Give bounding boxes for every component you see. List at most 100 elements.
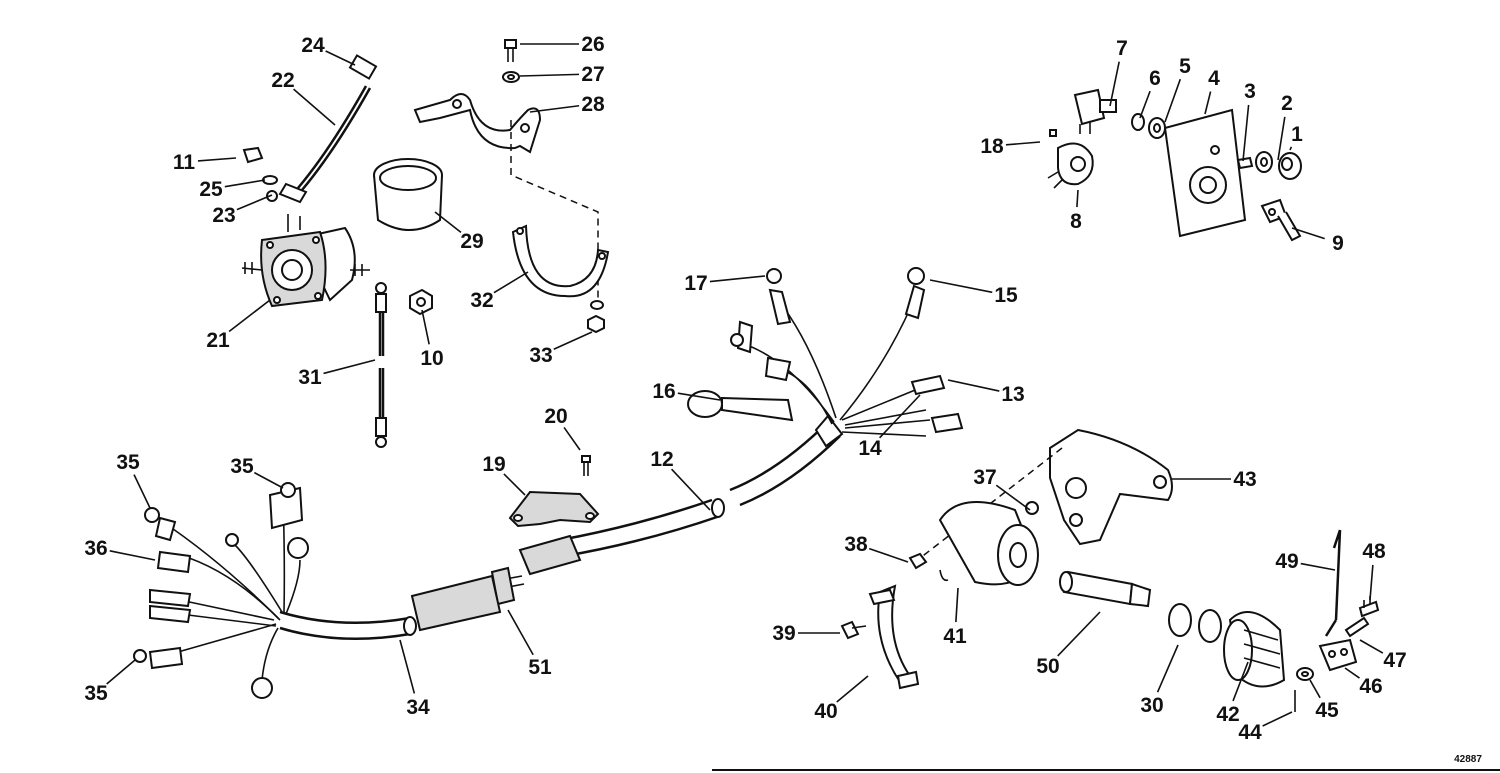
starter-motor-part xyxy=(938,501,1039,586)
leader-line xyxy=(1359,639,1384,654)
leader-line xyxy=(1005,141,1041,146)
callout-c30: 30 xyxy=(1140,644,1179,717)
callout-number: 50 xyxy=(1036,655,1059,678)
callout-number: 28 xyxy=(581,93,605,116)
housing-washer-part xyxy=(1296,667,1314,681)
key-part xyxy=(1260,198,1302,242)
callout-c27: 27 xyxy=(519,63,605,86)
callout-c3: 3 xyxy=(1242,80,1256,162)
leader-line xyxy=(228,299,271,333)
callout-number: 26 xyxy=(581,33,604,56)
callout-c32: 32 xyxy=(470,271,529,312)
set-screw-part xyxy=(1236,156,1254,170)
callout-number: 12 xyxy=(650,448,673,471)
callout-c34: 34 xyxy=(399,639,430,719)
leader-line xyxy=(1242,104,1250,162)
callout-c50: 50 xyxy=(1036,611,1101,678)
callout-number: 20 xyxy=(544,405,567,428)
callout-c19: 19 xyxy=(482,453,526,496)
clamp-screw-part xyxy=(581,455,591,476)
leader-line xyxy=(1109,61,1120,107)
leader-line xyxy=(529,104,580,113)
callout-number: 2 xyxy=(1281,92,1293,115)
leader-line xyxy=(399,639,416,694)
leader-line xyxy=(563,426,581,451)
callout-c4: 4 xyxy=(1204,67,1220,115)
callout-number: 5 xyxy=(1179,55,1191,78)
nut-lower-part xyxy=(587,314,605,334)
callout-c26: 26 xyxy=(520,33,605,56)
callout-number: 32 xyxy=(470,289,493,312)
callout-number: 16 xyxy=(652,380,675,403)
leader-line xyxy=(224,179,266,188)
strap-screw-part xyxy=(840,620,867,640)
leader-line xyxy=(1232,661,1249,702)
leader-line xyxy=(293,88,336,126)
leader-line xyxy=(1344,667,1360,679)
callout-number: 9 xyxy=(1332,232,1344,255)
leader-line xyxy=(995,484,1031,511)
callout-number: 36 xyxy=(84,537,107,560)
callout-number: 21 xyxy=(206,329,230,352)
callout-c24: 24 xyxy=(301,34,356,66)
callout-c44: 44 xyxy=(1238,711,1293,744)
starter-bracket-part xyxy=(1049,428,1173,546)
drive-housing-part xyxy=(1223,611,1286,688)
callout-number: 15 xyxy=(994,284,1018,307)
brush-lead-part xyxy=(1324,529,1342,637)
callout-number: 49 xyxy=(1275,550,1298,573)
leader-line xyxy=(1289,146,1293,151)
main-harness-part xyxy=(279,414,844,641)
leader-line xyxy=(868,547,909,563)
leader-line xyxy=(323,359,376,375)
nut-part xyxy=(409,288,433,316)
callout-number: 31 xyxy=(298,366,322,389)
callout-number: 22 xyxy=(271,69,294,92)
callout-number: 39 xyxy=(772,622,795,645)
terminal-plate-part xyxy=(1318,638,1358,672)
callout-c7: 7 xyxy=(1109,37,1128,107)
callout-number: 45 xyxy=(1315,699,1339,722)
leader-line xyxy=(1262,711,1293,727)
callout-c9: 9 xyxy=(1291,227,1344,255)
leader-line xyxy=(109,550,156,561)
leader-line xyxy=(553,331,593,350)
terminal-bolt-part xyxy=(1344,616,1370,638)
callout-c23: 23 xyxy=(212,194,273,227)
callout-number: 48 xyxy=(1362,540,1386,563)
callout-number: 40 xyxy=(814,700,837,723)
callout-c14: 14 xyxy=(858,394,921,460)
terminal-stud-part xyxy=(1358,596,1380,618)
callout-number: 29 xyxy=(460,230,483,253)
callout-number: 35 xyxy=(116,451,140,474)
leader-line xyxy=(929,279,993,294)
callout-number: 17 xyxy=(684,272,707,295)
leader-line xyxy=(1369,564,1374,601)
callout-c22: 22 xyxy=(271,69,336,126)
callout-number: 43 xyxy=(1233,468,1256,491)
callout-number: 1 xyxy=(1291,123,1303,146)
callout-c2: 2 xyxy=(1277,92,1293,161)
harness-branches-part xyxy=(730,267,964,437)
washer-lower-part xyxy=(590,300,604,310)
drive-springs-part xyxy=(1168,603,1222,643)
callout-number: 44 xyxy=(1238,721,1262,744)
callout-c17: 17 xyxy=(684,272,766,295)
callout-c21: 21 xyxy=(206,299,271,352)
callout-number: 23 xyxy=(212,204,235,227)
leader-line xyxy=(671,468,711,511)
callout-number: 11 xyxy=(173,151,196,174)
callout-c16: 16 xyxy=(652,380,721,403)
leader-line xyxy=(879,394,921,439)
small-nut-part xyxy=(242,146,264,164)
drawing-code: 42887 xyxy=(1454,754,1482,765)
lock-washer-switch-part xyxy=(1131,113,1145,131)
leader-line xyxy=(493,271,529,294)
leader-line xyxy=(955,587,959,623)
callout-number: 46 xyxy=(1359,675,1382,698)
leader-line xyxy=(1139,90,1151,119)
leader-line xyxy=(106,659,136,685)
leader-line xyxy=(947,379,1000,392)
callout-c33: 33 xyxy=(529,331,593,367)
callout-c10: 10 xyxy=(420,309,444,370)
